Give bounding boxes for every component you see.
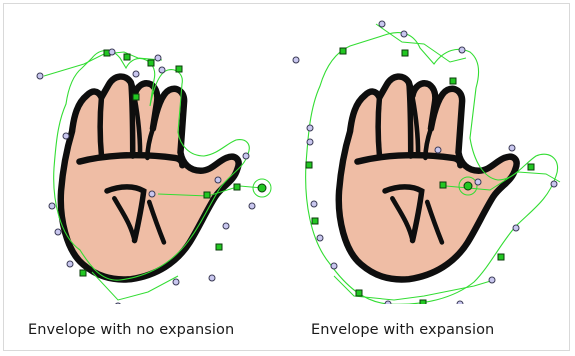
deformation-nodes-left (79, 49, 267, 277)
control-points-right (292, 20, 558, 304)
caption-no-expansion: Envelope with no expansion (28, 322, 235, 338)
panel-no-expansion (8, 4, 292, 304)
deformation-nodes-right (305, 47, 535, 304)
control-points-left (36, 48, 256, 304)
illustration-frame: Envelope with no expansion Envelope with… (3, 3, 570, 351)
caption-with-expansion: Envelope with expansion (311, 322, 495, 338)
hand-illustration-no-expansion (36, 48, 272, 304)
panel-with-expansion (284, 4, 568, 304)
hand-illustration-with-expansion (292, 20, 561, 304)
